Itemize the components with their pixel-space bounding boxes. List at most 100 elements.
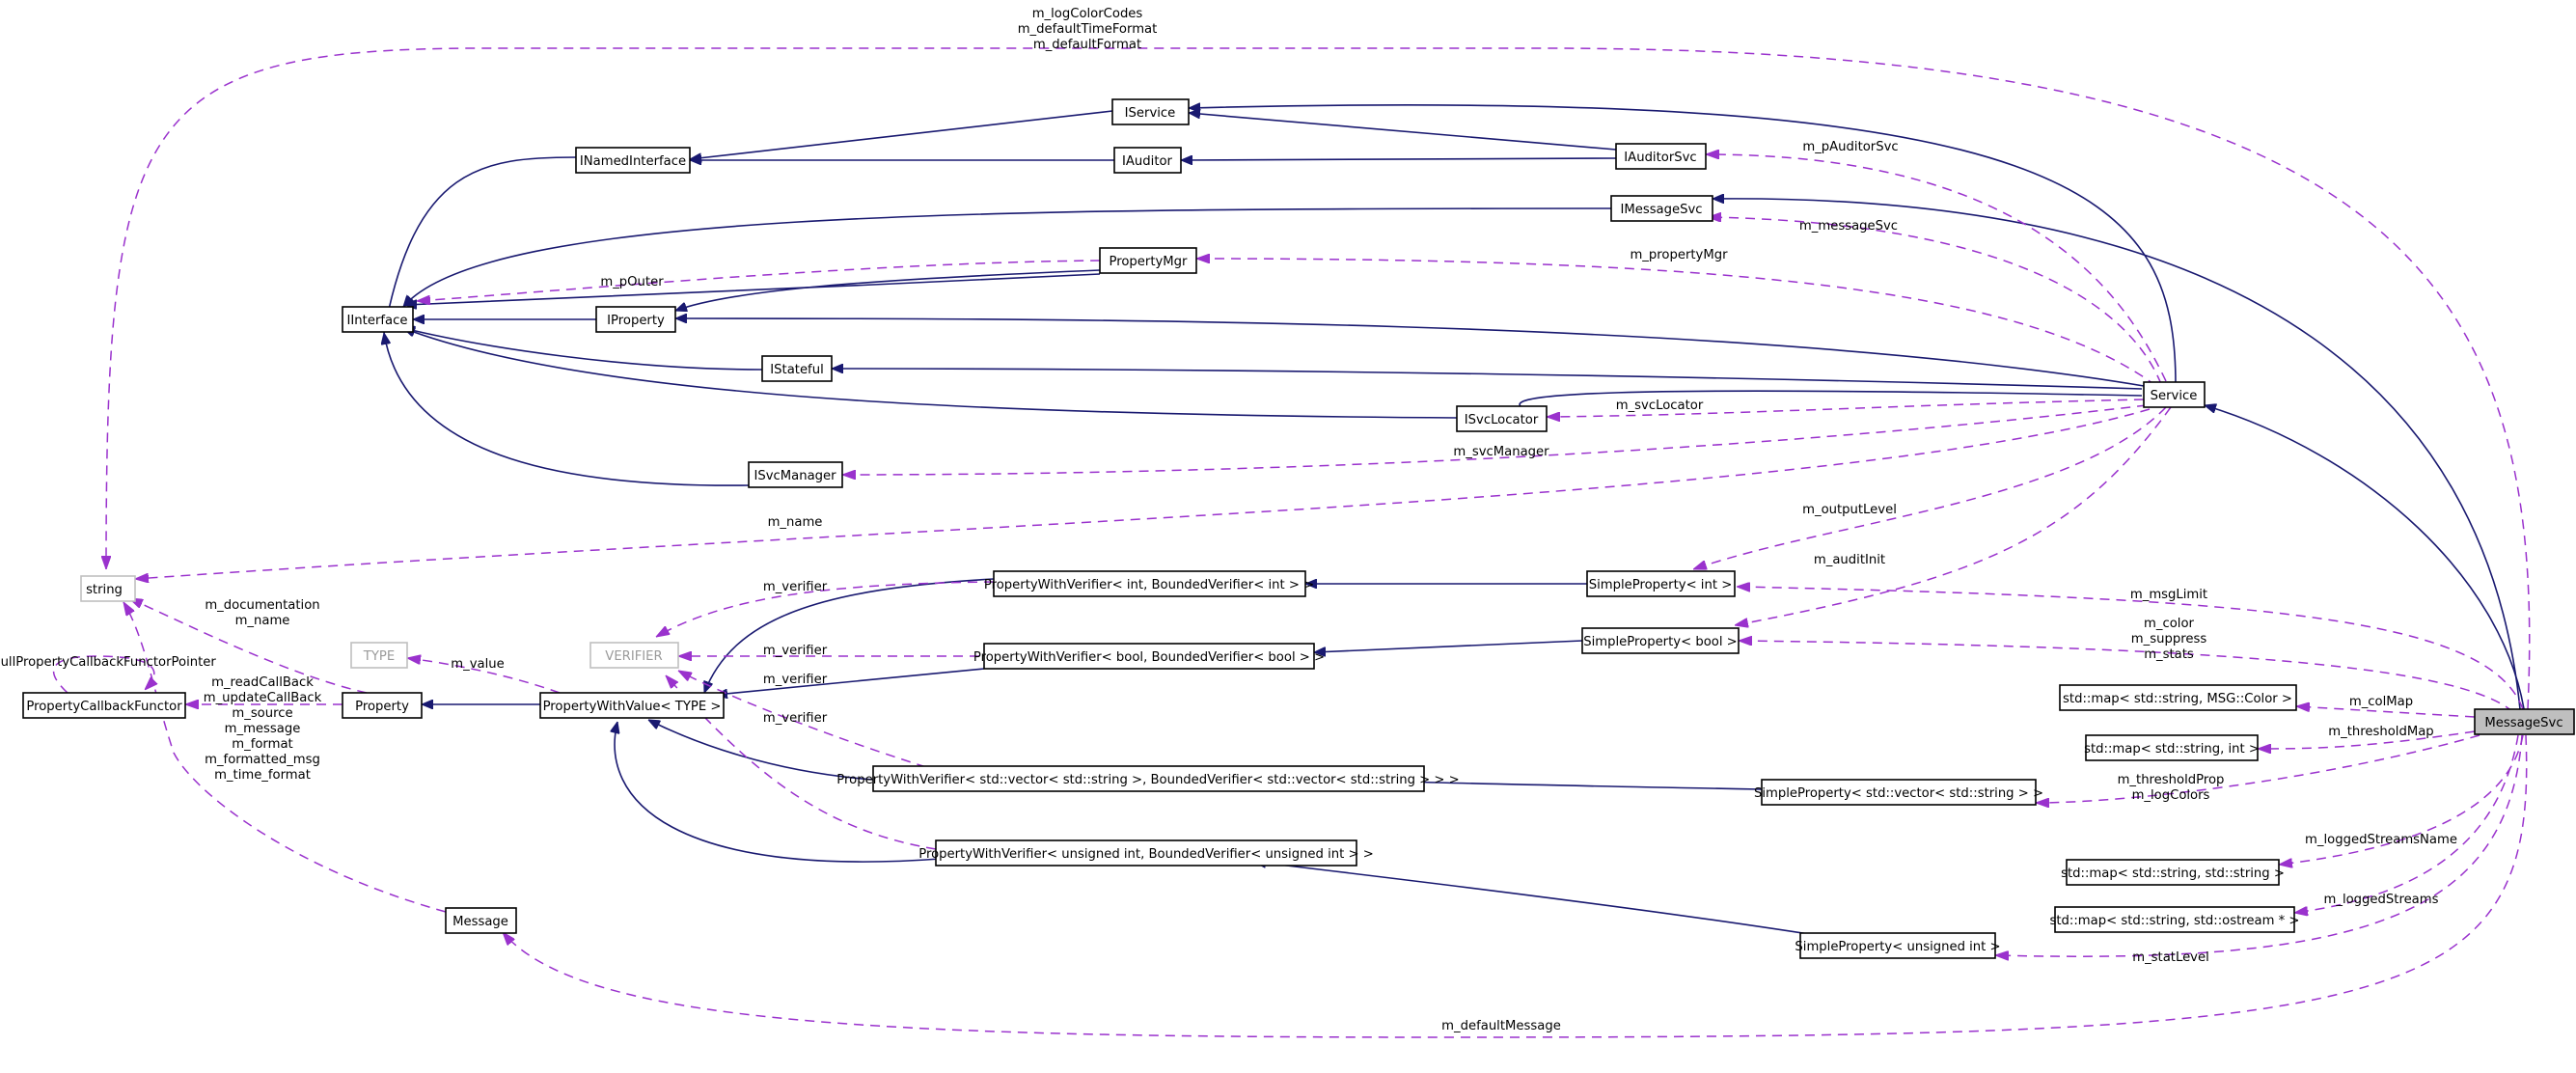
- node-simple-int-label: SimpleProperty< int >: [1589, 578, 1733, 592]
- label-update-callback: m_updateCallBack: [204, 691, 322, 705]
- node-map-color[interactable]: std::map< std::string, MSG::Color >: [2059, 684, 2297, 711]
- node-pwv-uint-label: PropertyWithVerifier< unsigned int, Boun…: [918, 847, 1374, 862]
- node-map-ostream-label: std::map< std::string, std::ostream * >: [2050, 914, 2300, 928]
- label-log-colors: m_logColors: [2132, 788, 2210, 803]
- edge-service-isvclocator: [1519, 390, 2143, 415]
- edge-pwv-type: [407, 658, 561, 694]
- node-property-with-value[interactable]: PropertyWithValue< TYPE >: [539, 692, 725, 719]
- node-simple-bool[interactable]: SimpleProperty< bool >: [1581, 627, 1740, 654]
- node-iservice[interactable]: IService: [1111, 98, 1190, 125]
- usage-edges: [52, 47, 2531, 1038]
- node-iauditor-label: IAuditor: [1122, 154, 1173, 169]
- label-msg-source: m_source: [232, 706, 292, 721]
- edge-messagesvc-simplevector: [2036, 734, 2480, 803]
- node-message-svc[interactable]: MessageSvc: [2474, 708, 2575, 735]
- edge-simpleuint-pwvuint: [1254, 862, 1834, 939]
- edge-service-string-name: [135, 408, 2151, 579]
- node-inamed-interface[interactable]: INamedInterface: [575, 147, 691, 174]
- node-map-int[interactable]: std::map< std::string, int >: [2084, 734, 2260, 761]
- node-message[interactable]: Message: [445, 907, 517, 934]
- node-inamed-interface-label: INamedInterface: [580, 154, 686, 169]
- node-verifier-label: VERIFIER: [605, 649, 662, 664]
- node-iinterface[interactable]: IInterface: [342, 306, 414, 333]
- node-map-int-label: std::map< std::string, int >: [2084, 742, 2260, 757]
- edge-simplebool-pwvbool: [1314, 640, 1583, 652]
- node-simple-int[interactable]: SimpleProperty< int >: [1586, 570, 1736, 597]
- label-p-auditor-svc: m_pAuditorSvc: [1802, 140, 1898, 154]
- label-threshold-prop: m_thresholdProp: [2118, 773, 2225, 787]
- node-map-ostream[interactable]: std::map< std::string, std::ostream * >: [2050, 906, 2300, 933]
- node-simple-bool-label: SimpleProperty< bool >: [1583, 635, 1738, 649]
- label-name: m_name: [768, 515, 823, 530]
- node-imessage-svc-label: IMessageSvc: [1620, 203, 1702, 217]
- node-pwv-bool-label: PropertyWithVerifier< bool, BoundedVerif…: [973, 650, 1325, 665]
- label-output-level: m_outputLevel: [1802, 503, 1897, 517]
- node-type[interactable]: TYPE: [350, 642, 408, 669]
- label-audit-init: m_auditInit: [1814, 553, 1885, 567]
- edge-isvcmanager-iinterface: [384, 333, 750, 486]
- node-map-string[interactable]: std::map< std::string, std::string >: [2061, 859, 2285, 886]
- node-iauditor-svc-label: IAuditorSvc: [1624, 151, 1696, 165]
- edge-messagesvc-mapstring: [2279, 734, 2524, 865]
- node-isvc-manager[interactable]: ISvcManager: [748, 461, 843, 488]
- edge-message-string: [123, 602, 447, 913]
- node-pwv-int[interactable]: PropertyWithVerifier< int, BoundedVerifi…: [984, 570, 1314, 597]
- node-istateful[interactable]: IStateful: [761, 355, 833, 382]
- edge-service-simpleint: [1693, 406, 2167, 570]
- nodes: IService INamedInterface IAuditor IAudit…: [22, 98, 2575, 959]
- edge-service-simplebool: [1735, 406, 2172, 625]
- node-pwv-vector[interactable]: PropertyWithVerifier< std::vector< std::…: [836, 765, 1460, 792]
- node-service-label: Service: [2151, 389, 2198, 403]
- node-property-label: Property: [355, 700, 409, 714]
- node-imessage-svc[interactable]: IMessageSvc: [1610, 195, 1713, 222]
- node-service[interactable]: Service: [2143, 381, 2206, 408]
- node-property-mgr-label: PropertyMgr: [1110, 255, 1189, 269]
- label-p-outer: m_pOuter: [600, 275, 664, 289]
- node-simple-vector[interactable]: SimpleProperty< std::vector< std::string…: [1754, 779, 2043, 806]
- label-property-mgr: m_propertyMgr: [1630, 248, 1728, 262]
- label-threshold-map: m_thresholdMap: [2328, 725, 2433, 739]
- node-property-callback-functor[interactable]: PropertyCallbackFunctor: [22, 692, 186, 719]
- node-pwv-bool[interactable]: PropertyWithVerifier< bool, BoundedVerif…: [973, 643, 1325, 670]
- label-stat-level: m_statLevel: [2132, 950, 2209, 965]
- edge-messagesvc-imessagesvc: [1713, 199, 2521, 710]
- edge-service-propertymgr: [1196, 259, 2157, 387]
- label-logged-streams: m_loggedStreams: [2324, 893, 2439, 907]
- edge-iservice-inamedinterface: [690, 110, 1113, 159]
- node-simple-uint[interactable]: SimpleProperty< unsigned int >: [1795, 932, 2001, 959]
- label-svc-manager: m_svcManager: [1453, 445, 1549, 459]
- label-verifier-3: m_verifier: [763, 673, 828, 687]
- edge-pwvvector-pwv: [648, 719, 874, 781]
- node-property-callback-functor-label: PropertyCallbackFunctor: [26, 700, 182, 714]
- label-default-message: m_defaultMessage: [1441, 1019, 1561, 1033]
- label-value: m_value: [451, 657, 504, 672]
- edge-messagesvc-mapint: [2258, 730, 2476, 749]
- edge-service-iproperty: [675, 318, 2145, 387]
- node-pwv-int-label: PropertyWithVerifier< int, BoundedVerifi…: [984, 578, 1314, 592]
- node-iauditor-svc[interactable]: IAuditorSvc: [1615, 143, 1707, 170]
- label-msg-limit: m_msgLimit: [2130, 588, 2207, 602]
- label-color: m_color: [2144, 617, 2194, 631]
- node-iauditor[interactable]: IAuditor: [1113, 147, 1182, 174]
- node-string[interactable]: string: [80, 575, 136, 602]
- edge-propertymgr-iinterface: [405, 273, 1101, 305]
- node-map-color-label: std::map< std::string, MSG::Color >: [2063, 692, 2292, 706]
- edge-pwvbool-pwv: [716, 668, 985, 695]
- node-simple-vector-label: SimpleProperty< std::vector< std::string…: [1754, 786, 2043, 801]
- node-verifier[interactable]: VERIFIER: [589, 642, 679, 669]
- edge-labels: m_logColorCodes m_defaultTimeFormat m_de…: [0, 7, 2457, 1033]
- node-property[interactable]: Property: [342, 692, 423, 719]
- node-pwv-uint[interactable]: PropertyWithVerifier< unsigned int, Boun…: [918, 839, 1374, 867]
- label-documentation: m_documentation: [205, 598, 319, 613]
- label-read-callback: m_readCallBack: [211, 675, 314, 690]
- label-log-color-codes: m_logColorCodes: [1032, 7, 1143, 21]
- edge-pwvint-pwv: [704, 578, 995, 693]
- node-type-label: TYPE: [363, 649, 395, 664]
- node-property-mgr[interactable]: PropertyMgr: [1099, 247, 1197, 274]
- node-isvc-locator[interactable]: ISvcLocator: [1456, 405, 1548, 432]
- node-iproperty[interactable]: IProperty: [595, 306, 676, 333]
- node-istateful-label: IStateful: [770, 363, 823, 377]
- edge-pwvuint-pwv: [615, 722, 942, 863]
- edge-messagesvc-mapostream: [2294, 734, 2519, 913]
